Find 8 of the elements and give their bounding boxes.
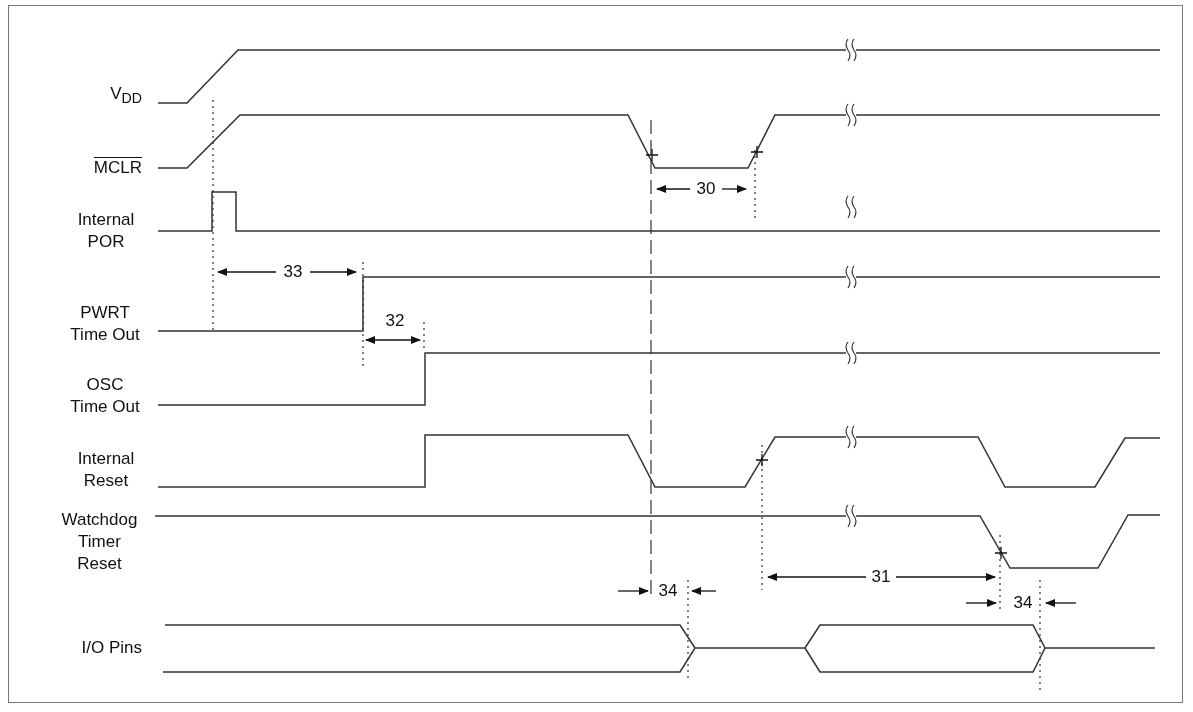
signal-name: Internal Reset <box>76 448 136 492</box>
signal-name: Internal POR <box>76 209 136 253</box>
signal-name: V$_{DD}$ <box>109 82 142 109</box>
signal-name: I/O Pins <box>80 637 142 659</box>
signal-name: PWRT Time Out <box>69 302 141 346</box>
signal-name: OSC Time Out <box>69 374 141 418</box>
signal-name: Watchdog Timer Reset <box>60 509 139 575</box>
signal-name: MCLR <box>92 157 142 179</box>
